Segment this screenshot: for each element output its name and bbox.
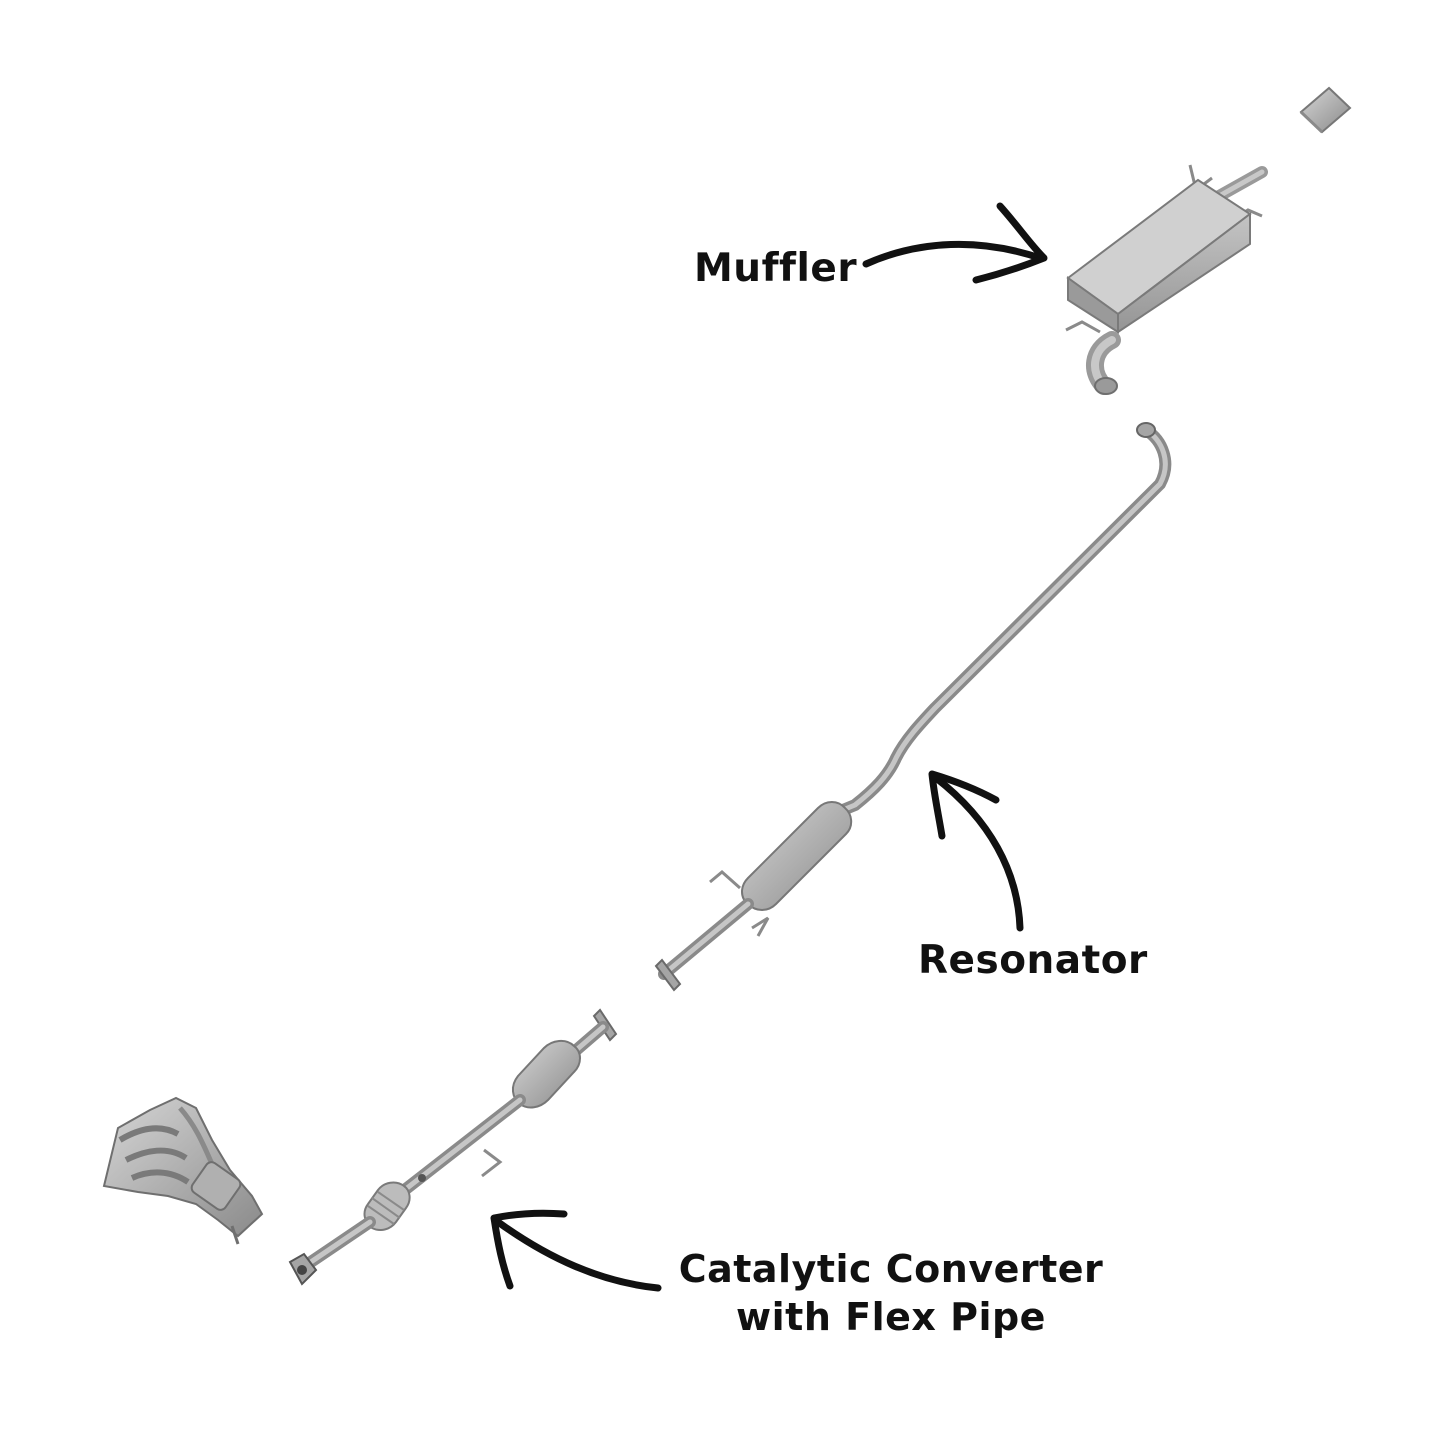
exhaust-manifold-part (102, 1096, 264, 1245)
catalytic-converter-part (288, 1008, 618, 1286)
catalytic-arrow (490, 1209, 662, 1292)
catalytic-converter-label-line2: with Flex Pipe (736, 1295, 1046, 1339)
muffler-arrow (862, 202, 1048, 284)
muffler-label: Muffler (694, 246, 858, 291)
resonator-part (654, 422, 1172, 992)
muffler-part (1065, 164, 1268, 395)
resonator-label: Resonator (918, 938, 1148, 983)
exhaust-tip (1299, 86, 1352, 134)
catalytic-converter-label: Catalytic Converter with Flex Pipe (668, 1245, 1114, 1341)
resonator-arrow (928, 770, 1024, 932)
catalytic-converter-label-line1: Catalytic Converter (678, 1247, 1104, 1291)
